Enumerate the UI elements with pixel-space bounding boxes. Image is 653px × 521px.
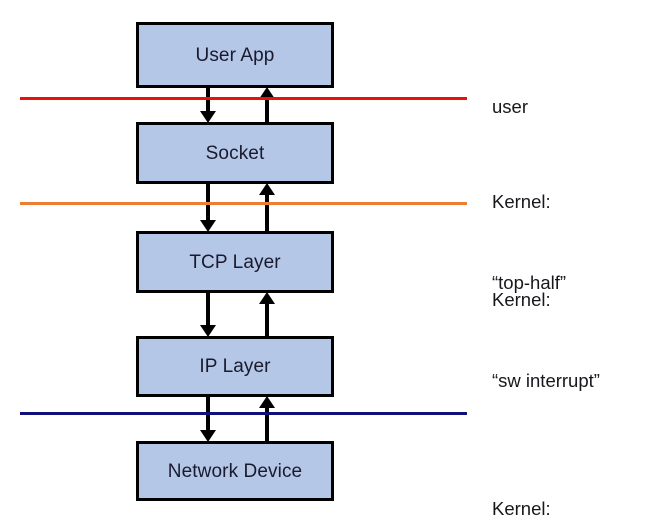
flow-down-ip-device [199, 396, 217, 442]
arrowhead-up-icon [259, 396, 275, 408]
annotation-user: user [492, 39, 528, 174]
arrowhead-up-icon [259, 87, 275, 99]
flow-down-tcp-ip [199, 292, 217, 337]
flow-up-device-ip [258, 396, 276, 442]
annotation-kernel-sw-interrupt: Kernel: “sw interrupt” [492, 232, 600, 448]
node-user-app-label: User App [195, 44, 275, 66]
arrowhead-up-icon [259, 292, 275, 304]
user-kernel-boundary [20, 97, 467, 100]
arrow-shaft [265, 303, 269, 337]
annotation-kernel-top-half-line2: “top-half” [492, 272, 567, 293]
node-tcp-layer-label: TCP Layer [189, 251, 281, 273]
flow-up-tcp-socket [258, 183, 276, 232]
annotation-kernel-sw-interrupt-line1: Kernel: [492, 289, 551, 310]
arrow-shaft [265, 98, 269, 123]
arrow-shaft [206, 292, 210, 326]
swirq-hwirq-boundary [20, 412, 467, 415]
node-network-device-label: Network Device [167, 460, 303, 482]
arrowhead-down-icon [200, 111, 216, 123]
annotation-kernel-hw-interrupt-line1: Kernel: [492, 498, 551, 519]
annotation-kernel-top-half-line1: Kernel: [492, 191, 551, 212]
flow-down-user-socket [199, 87, 217, 123]
node-network-device: Network Device [136, 441, 334, 501]
arrowhead-down-icon [200, 220, 216, 232]
node-ip-layer: IP Layer [136, 336, 334, 397]
flow-down-socket-tcp [199, 183, 217, 232]
arrow-shaft [265, 194, 269, 232]
annotation-kernel-hw-interrupt: Kernel: “hw interrupt” [492, 441, 601, 521]
annotation-kernel-sw-interrupt-line2: “sw interrupt” [492, 370, 600, 391]
node-socket: Socket [136, 122, 334, 184]
node-ip-layer-label: IP Layer [199, 356, 271, 377]
arrowhead-down-icon [200, 430, 216, 442]
flow-up-socket-user [258, 87, 276, 123]
annotation-kernel-top-half: Kernel: “top-half” [492, 134, 566, 350]
arrowhead-down-icon [200, 325, 216, 337]
node-user-app: User App [136, 22, 334, 88]
tophalf-swirq-boundary [20, 202, 467, 205]
arrowhead-up-icon [259, 183, 275, 195]
node-socket-label: Socket [205, 142, 265, 164]
annotation-user-line1: user [492, 96, 528, 117]
arrow-shaft [265, 407, 269, 442]
node-tcp-layer: TCP Layer [136, 231, 334, 293]
flow-up-ip-tcp [258, 292, 276, 337]
